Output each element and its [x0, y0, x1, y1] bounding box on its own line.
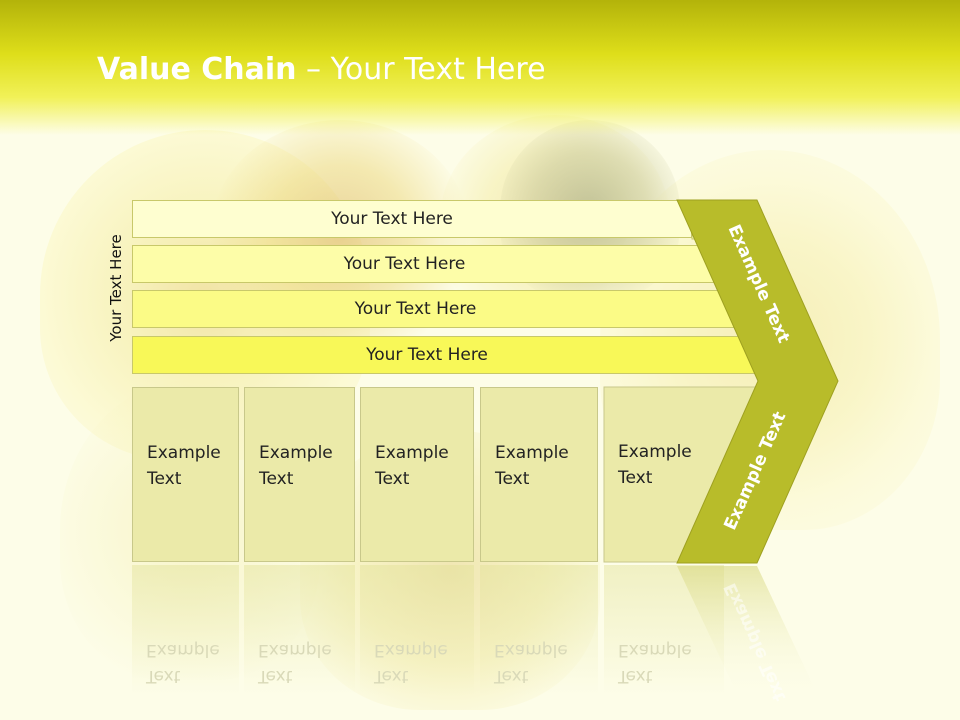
box-line1: Example [375, 443, 449, 463]
box-line2: Text [375, 469, 410, 489]
support-bar-label: Your Text Here [354, 299, 477, 319]
title-banner [0, 0, 960, 135]
box-line2: Text [495, 469, 530, 489]
support-bar-4: Your Text Here [132, 336, 762, 374]
box-line1: Example [147, 443, 221, 463]
slide-title-bold: Value Chain [97, 52, 297, 87]
box-line1: Example [618, 442, 692, 462]
support-bar-2: Your Text Here [132, 245, 717, 283]
box-line1: Example [495, 443, 569, 463]
box-line2: Text [259, 469, 294, 489]
support-bar-1: Your Text Here [132, 200, 692, 238]
box-line2: Text [147, 469, 182, 489]
slide-title: Value Chain – Your Text Here [97, 52, 546, 87]
support-bar-label: Your Text Here [366, 345, 488, 365]
margin-chevron-shape [676, 199, 839, 564]
box-line1: Example [259, 443, 333, 463]
support-bar-label: Your Text Here [331, 209, 453, 229]
support-bar-3: Your Text Here [132, 290, 739, 328]
support-bar-label: Your Text Here [343, 254, 466, 274]
box-line2: Text [618, 468, 653, 488]
margin-chevron-reflection [677, 566, 820, 700]
slide-title-rest: – Your Text Here [296, 52, 546, 87]
